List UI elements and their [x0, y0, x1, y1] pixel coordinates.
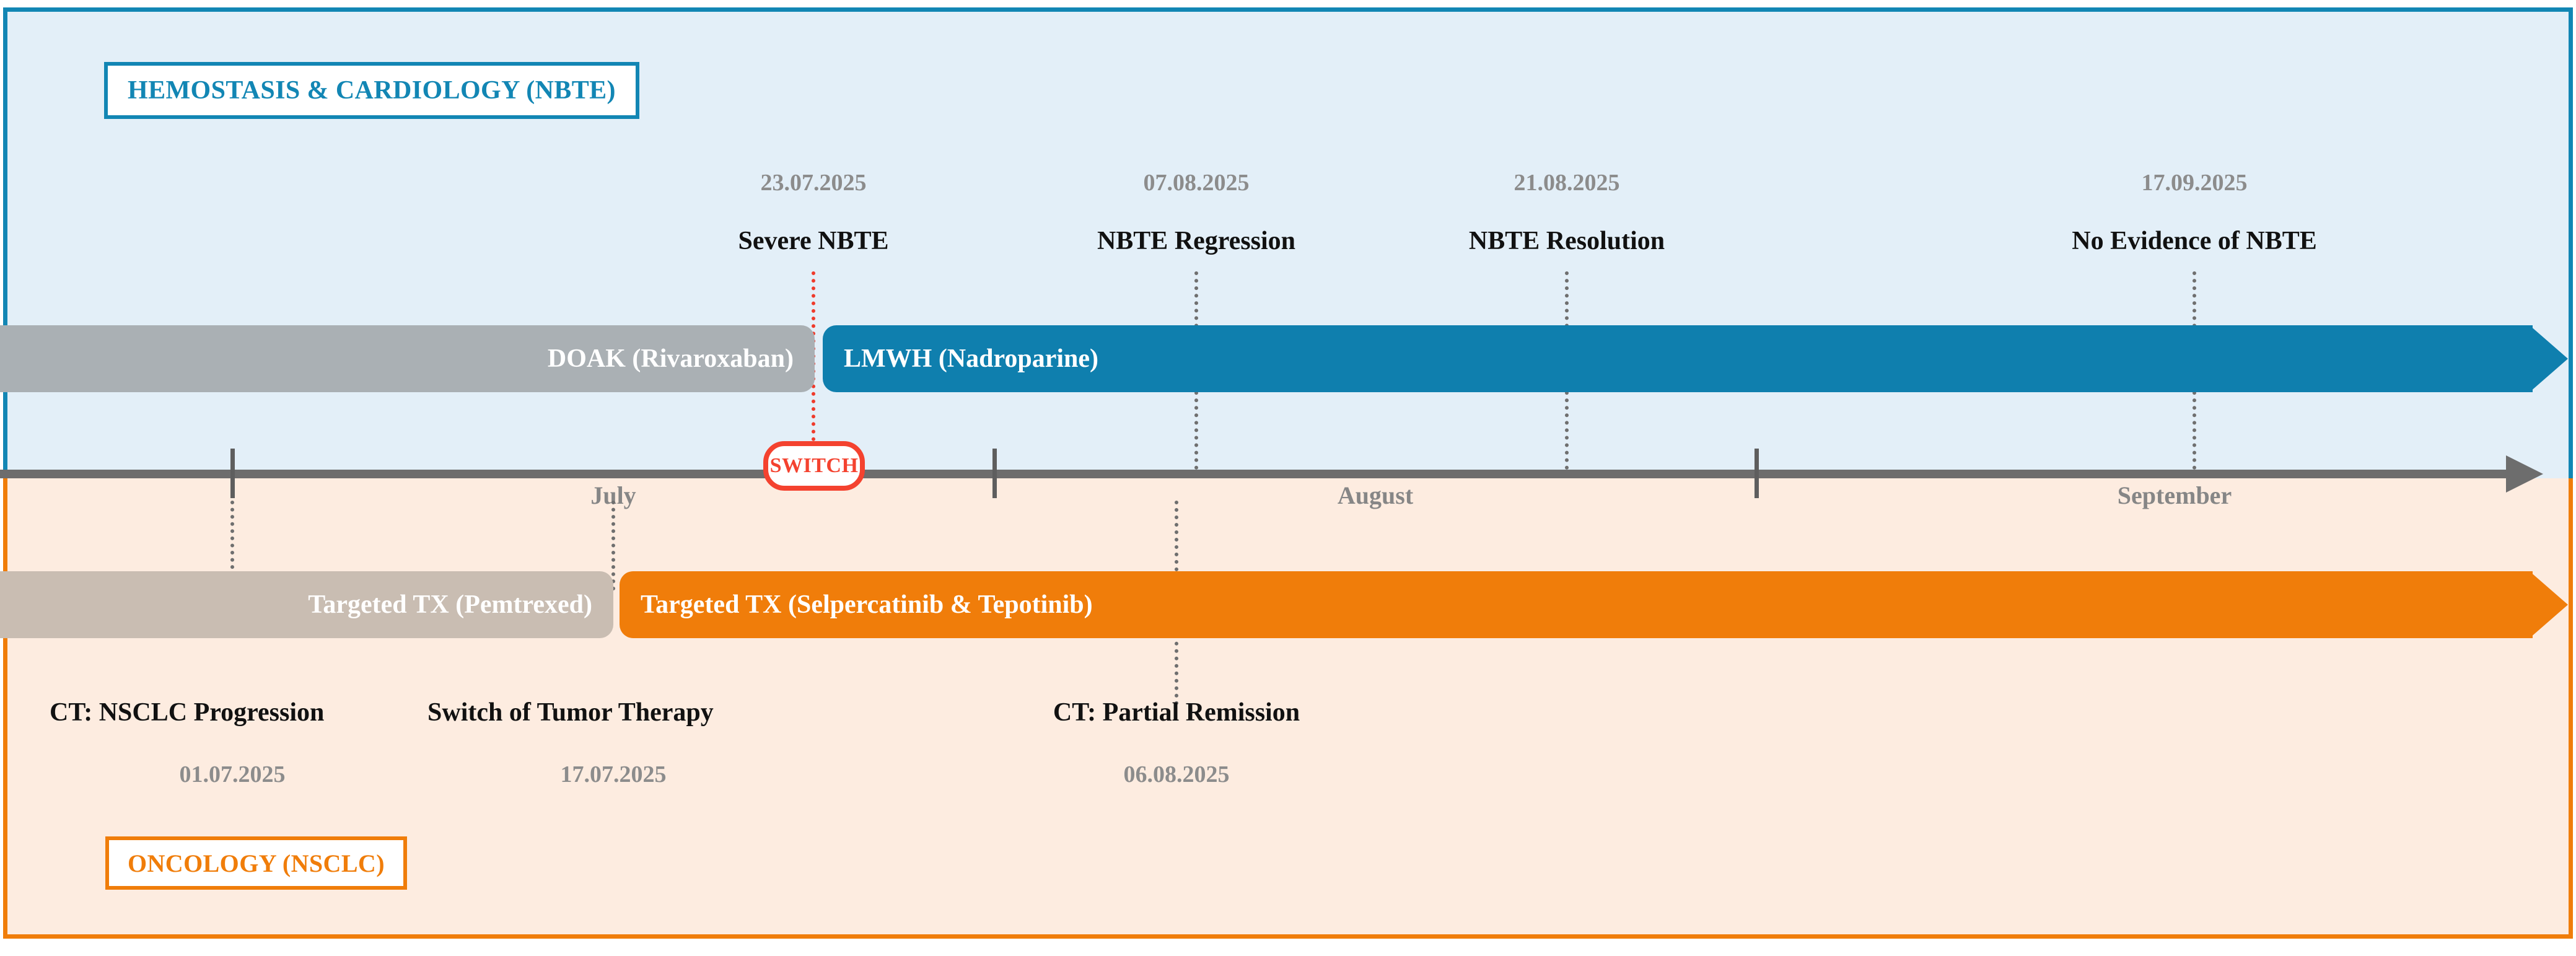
event-date-no-evidence-nbte: 17.09.2025: [2141, 170, 2248, 196]
therapy-bar-selpercatinib-tepotinib-arrow: [2530, 571, 2568, 638]
switch-annotation-badge[interactable]: SWITCH: [763, 441, 865, 491]
leader-line-ct-nsclc-progression: [230, 501, 234, 590]
event-title-nbte-regression: NBTE Regression: [1097, 227, 1296, 255]
timeline-axis-arrow-icon: [2506, 455, 2543, 493]
month-label-august: August: [1337, 481, 1414, 509]
event-date-severe-nbte: 23.07.2025: [760, 170, 867, 196]
axis-tick-august-start: [992, 449, 997, 498]
therapy-bar-doak: DOAK (Rivaroxaban): [0, 325, 815, 392]
event-title-ct-partial-remission: CT: Partial Remission: [1053, 698, 1300, 727]
event-title-severe-nbte: Severe NBTE: [738, 227, 889, 255]
month-label-september: September: [2117, 481, 2232, 509]
event-title-ct-nsclc-progression: CT: NSCLC Progression: [50, 698, 325, 727]
event-date-switch-tumor-therapy: 17.07.2025: [560, 761, 667, 787]
therapy-bar-lmwh-arrow: [2530, 325, 2568, 392]
axis-tick-july-start: [230, 449, 235, 498]
oncology-panel: [3, 478, 2573, 939]
event-title-nbte-resolution: NBTE Resolution: [1468, 227, 1665, 255]
event-title-no-evidence-nbte: No Evidence of NBTE: [2072, 227, 2317, 255]
event-date-nbte-resolution: 21.08.2025: [1514, 170, 1620, 196]
timeline-axis: [0, 470, 2515, 478]
event-title-switch-tumor-therapy: Switch of Tumor Therapy: [427, 698, 714, 727]
leader-line-switch-tumor-therapy: [611, 501, 615, 590]
section-badge-oncology: ONCOLOGY (NSCLC): [105, 836, 407, 890]
therapy-bar-selpercatinib-tepotinib: Targeted TX (Selpercatinib & Tepotinib): [620, 571, 2533, 638]
therapy-bar-lmwh: LMWH (Nadroparine): [823, 325, 2533, 392]
event-date-nbte-regression: 07.08.2025: [1143, 170, 1250, 196]
therapy-bar-pemtrexed: Targeted TX (Pemtrexed): [0, 571, 613, 638]
event-date-ct-partial-remission: 06.08.2025: [1123, 761, 1230, 787]
section-badge-hemostasis: HEMOSTASIS & CARDIOLOGY (NBTE): [104, 62, 639, 119]
event-date-ct-nsclc-progression: 01.07.2025: [179, 761, 286, 787]
axis-tick-september-start: [1755, 449, 1759, 498]
